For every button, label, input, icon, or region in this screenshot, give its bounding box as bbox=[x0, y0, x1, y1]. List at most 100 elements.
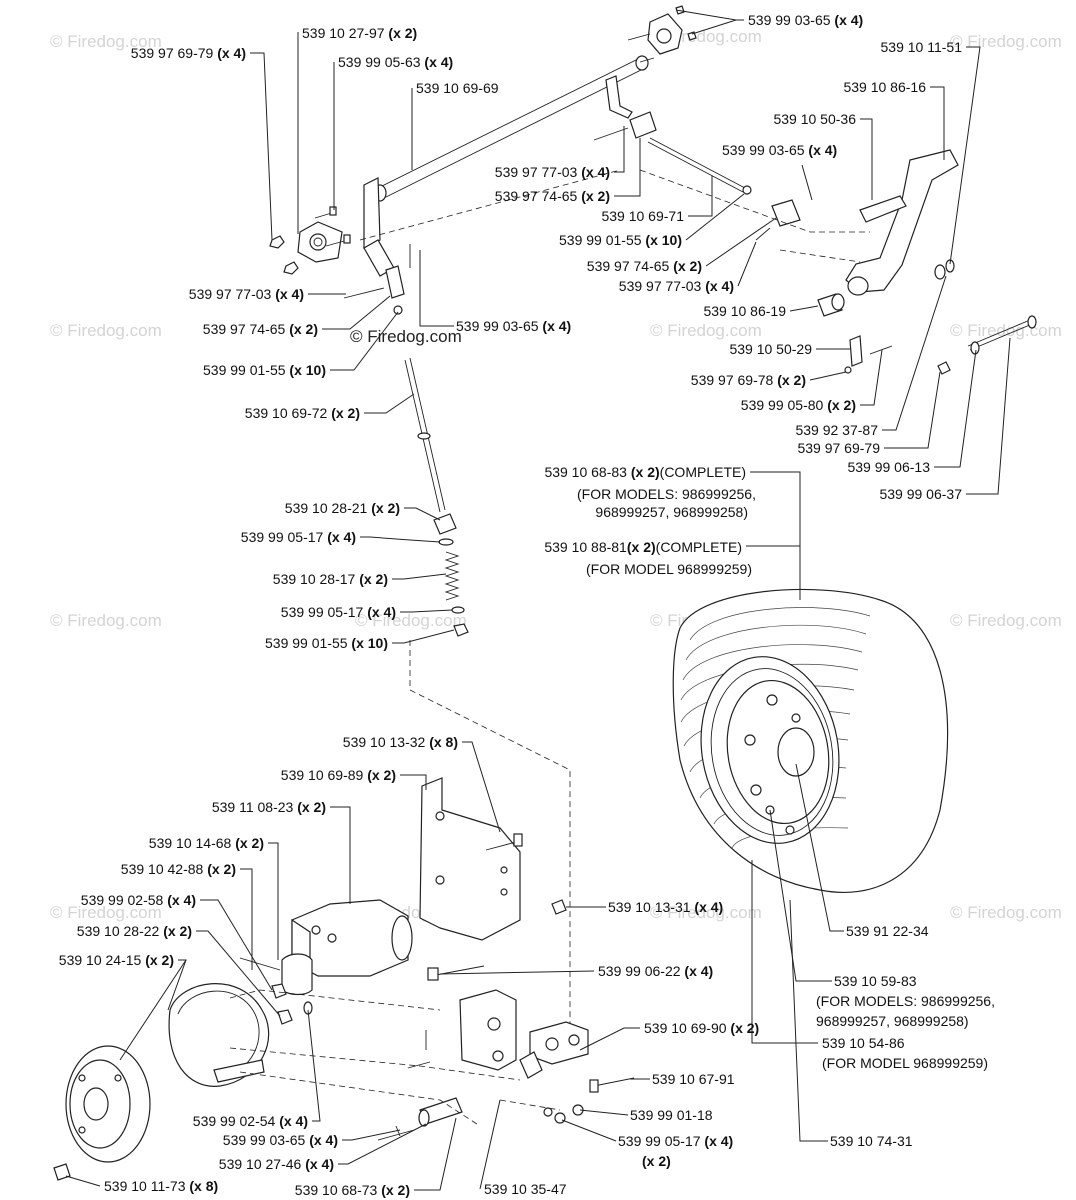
callout-label: 539 10 42-88 (x 2) bbox=[121, 861, 236, 877]
guide-lines-bottom bbox=[229, 989, 561, 1127]
spring-assembly bbox=[433, 513, 469, 637]
callout-label: 539 99 03-65 (x 4) bbox=[748, 12, 863, 28]
motor-mount-bracket bbox=[419, 777, 521, 941]
callout-label: 539 97 69-78 (x 2) bbox=[691, 372, 806, 388]
callout-label: 539 99 01-55 (x 10) bbox=[203, 362, 326, 378]
callout-label: 539 10 13-31 (x 4) bbox=[608, 899, 723, 915]
steering-lever-arm bbox=[845, 149, 959, 296]
callout-label: 539 10 69-72 (x 2) bbox=[245, 405, 360, 421]
wheel-assembly bbox=[672, 588, 949, 893]
center-clevis bbox=[593, 111, 657, 141]
callout-label: (FOR MODEL 968999259) bbox=[586, 561, 752, 577]
bearing-flange-right bbox=[627, 5, 697, 63]
callout-label: 539 10 88-81(x 2)(COMPLETE) bbox=[544, 539, 742, 555]
callout-label: 539 10 69-89 (x 2) bbox=[281, 767, 396, 783]
callout-label: 539 10 28-21 (x 2) bbox=[285, 500, 400, 516]
parts-drawing bbox=[53, 5, 1037, 1181]
callout-label: 539 11 08-23 (x 2) bbox=[212, 799, 326, 815]
watermark: © Firedog.com bbox=[50, 321, 162, 340]
callout-label: (FOR MODELS: 986999256, bbox=[577, 486, 756, 502]
callout-label: 539 10 11-73 (x 8) bbox=[104, 1178, 218, 1194]
callout-label: (FOR MODEL 968999259) bbox=[822, 1055, 988, 1071]
callout-label: 539 99 05-17 (x 4) bbox=[241, 529, 356, 545]
callout-label: 539 10 27-46 (x 4) bbox=[219, 1156, 334, 1172]
callout-label: 539 10 50-36 bbox=[773, 111, 856, 127]
callout-label: 539 99 01-55 (x 10) bbox=[265, 635, 388, 651]
callout-label: 539 10 54-86 bbox=[822, 1035, 905, 1051]
callout-label: 539 10 28-22 (x 2) bbox=[77, 923, 192, 939]
callout-label: 539 99 02-54 (x 4) bbox=[193, 1113, 308, 1129]
bracket-bolts bbox=[427, 833, 567, 981]
arm-spacers bbox=[934, 259, 955, 280]
callout-label: 539 99 03-65 (x 4) bbox=[722, 142, 837, 158]
callout-label: 539 99 03-65 (x 4) bbox=[456, 318, 571, 334]
callout-label: 968999257, 968999258) bbox=[816, 1013, 969, 1029]
left-bolts bbox=[269, 206, 351, 275]
watermark-center: © Firedog.com bbox=[350, 327, 462, 346]
watermark: © Firedog.com bbox=[950, 903, 1062, 922]
callout-label: 539 97 74-65 (x 2) bbox=[495, 188, 610, 204]
callout-label: 539 91 22-34 bbox=[846, 923, 929, 939]
callout-label: 539 99 05-17 (x 4) bbox=[618, 1133, 733, 1149]
callout-label: 539 10 11-51 bbox=[881, 39, 963, 55]
watermark: © Firedog.com bbox=[50, 32, 162, 51]
brake-band bbox=[168, 983, 270, 1087]
callout-label: 539 99 06-22 (x 4) bbox=[598, 963, 713, 979]
callout-label: 539 10 67-91 bbox=[652, 1071, 735, 1087]
callout-label: 539 10 69-90 (x 2) bbox=[644, 1020, 759, 1036]
callout-label: 539 97 74-65 (x 2) bbox=[587, 258, 702, 274]
shaft-left-bracket bbox=[363, 177, 395, 277]
callout-label: 968999257, 968999258) bbox=[595, 504, 748, 520]
callout-labels: 539 97 69-79 (x 4) 539 10 27-97 (x 2) 53… bbox=[59, 12, 995, 1198]
callout-label: 539 10 14-68 (x 2) bbox=[149, 835, 264, 851]
callout-label: 539 99 05-63 (x 4) bbox=[338, 54, 453, 70]
shaft-right-bracket bbox=[605, 75, 633, 119]
callout-label: 539 97 77-03 (x 4) bbox=[189, 286, 304, 302]
callout-label: 539 97 69-79 bbox=[797, 440, 880, 456]
long-bolt bbox=[937, 315, 1037, 375]
callout-label: 539 97 77-03 (x 4) bbox=[495, 164, 610, 180]
callout-label: 539 10 59-83 bbox=[834, 973, 917, 989]
callout-label: (FOR MODELS: 986999256, bbox=[816, 993, 995, 1009]
callout-label: 539 99 02-58 (x 4) bbox=[81, 892, 196, 908]
watermark: © Firedog.com bbox=[355, 611, 467, 630]
pivot-assembly bbox=[407, 989, 589, 1079]
watermark: © Firedog.com bbox=[950, 32, 1062, 51]
clevis-pin bbox=[377, 1097, 463, 1141]
callout-label: 539 10 50-29 bbox=[729, 341, 812, 357]
watermark: © Firedog.com bbox=[50, 611, 162, 630]
callout-label: 539 10 68-83 (x 2)(COMPLETE) bbox=[544, 464, 746, 480]
bushing bbox=[817, 293, 845, 317]
callout-label: 539 99 06-13 bbox=[847, 459, 930, 475]
callout-label: 539 10 28-17 (x 2) bbox=[273, 571, 388, 587]
control-rod-upper bbox=[647, 137, 752, 195]
callout-label: 539 10 35-47 bbox=[484, 1181, 567, 1197]
control-rod-lower bbox=[404, 357, 446, 513]
callout-label: 539 10 86-16 bbox=[843, 79, 926, 95]
callout-label: 539 10 13-32 (x 8) bbox=[343, 734, 458, 750]
pivot-bolts bbox=[543, 1077, 635, 1124]
hydraulic-motor bbox=[239, 899, 413, 996]
callout-label: 539 10 69-71 bbox=[601, 208, 684, 224]
guide-lines-top bbox=[359, 169, 870, 263]
callout-label: 539 97 77-03 (x 4) bbox=[619, 278, 734, 294]
callout-label: 539 99 05-17 (x 4) bbox=[281, 604, 396, 620]
callout-label: 539 99 05-80 (x 2) bbox=[741, 397, 856, 413]
callout-label: 539 99 06-37 bbox=[879, 486, 962, 502]
guide-lines-mid bbox=[409, 640, 571, 1030]
rod-upper-clevis bbox=[343, 244, 411, 315]
callout-label: 539 10 86-19 bbox=[703, 303, 786, 319]
callout-label: 539 10 69-69 bbox=[416, 80, 499, 96]
callout-label: 539 10 68-73 (x 2) bbox=[295, 1182, 410, 1198]
watermark: © Firedog.com bbox=[650, 321, 762, 340]
watermark: © Firedog.com bbox=[950, 611, 1062, 630]
callout-label: 539 10 24-15 (x 2) bbox=[59, 952, 174, 968]
callout-label: 539 99 01-55 (x 10) bbox=[559, 232, 682, 248]
callout-label: 539 10 74-31 bbox=[830, 1133, 913, 1149]
callout-label: (x 2) bbox=[642, 1153, 671, 1169]
callout-label: 539 97 74-65 (x 2) bbox=[203, 321, 318, 337]
callout-label: 539 10 27-97 (x 2) bbox=[302, 25, 417, 41]
right-clevis bbox=[755, 199, 801, 241]
watermark: © Firedog.com bbox=[650, 903, 762, 922]
